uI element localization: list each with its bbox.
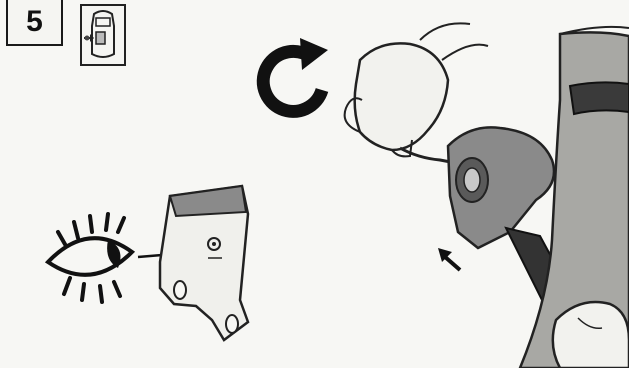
eye-icon — [48, 214, 132, 302]
rotate-clockwise-icon — [263, 38, 328, 111]
seat-bracket-illustration — [160, 186, 248, 340]
small-arrow-icon — [438, 248, 460, 270]
lower-hand-illustration — [553, 302, 629, 368]
